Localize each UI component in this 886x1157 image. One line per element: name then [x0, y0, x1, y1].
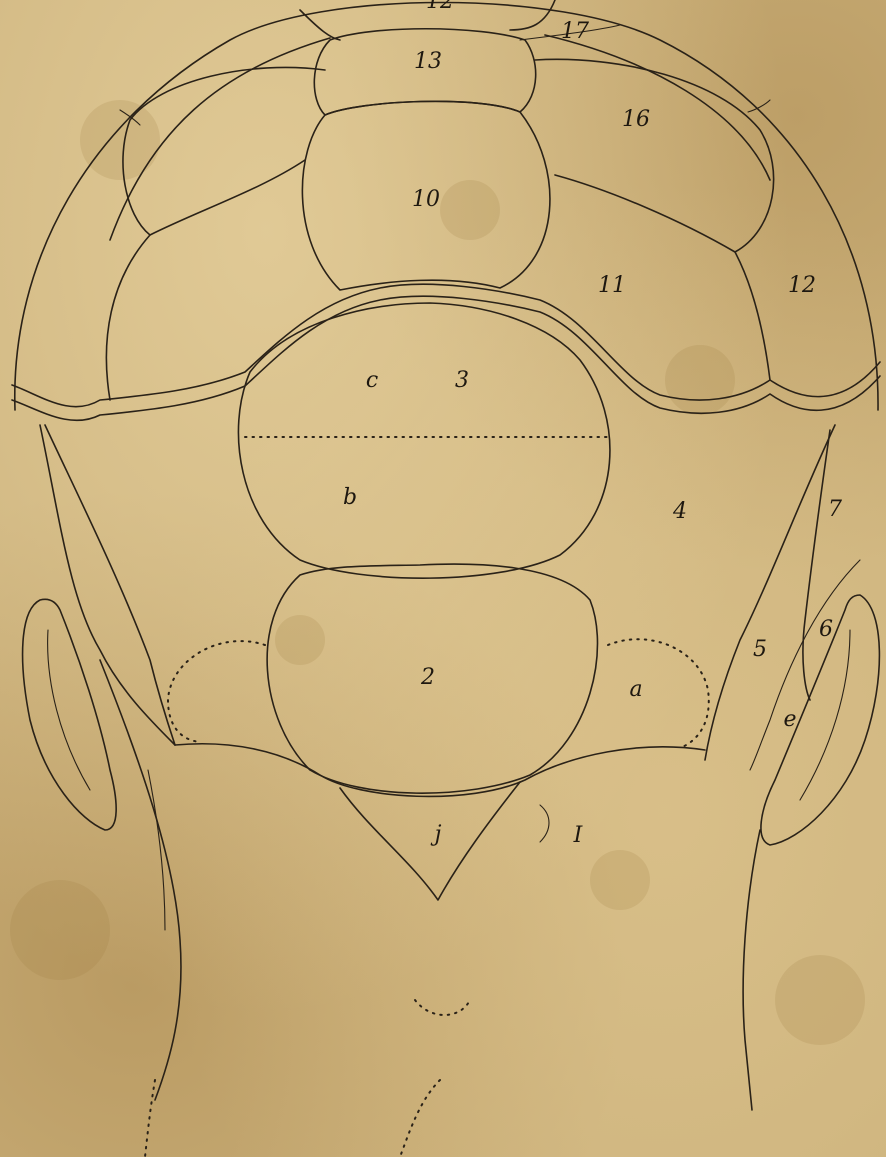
- left-lateral-line-1: [40, 425, 175, 745]
- label-b: b: [343, 485, 357, 510]
- label-2: 2: [420, 665, 435, 690]
- label-12-right: 12: [788, 273, 816, 298]
- label-4: 4: [672, 499, 687, 524]
- label-a: a: [629, 677, 642, 702]
- region-11-left: [106, 235, 150, 400]
- left-ear: [23, 599, 117, 830]
- right-lateral-line-2: [803, 430, 830, 700]
- label-1: I: [573, 823, 584, 848]
- label-11: 11: [598, 273, 626, 298]
- occipital-base: [175, 744, 705, 797]
- label-c: c: [366, 368, 378, 393]
- paper-stains: [10, 100, 865, 1045]
- label-16: 16: [622, 107, 650, 132]
- label-5: 5: [753, 637, 767, 662]
- label-7: 7: [828, 497, 842, 522]
- region-a-right-dotted: [608, 639, 709, 748]
- label-e: e: [783, 707, 796, 732]
- neck-left-inner: [148, 770, 165, 930]
- left-lateral-line-2: [45, 425, 175, 745]
- right-ear-inner: [800, 630, 850, 800]
- region-3-oval: [238, 303, 610, 578]
- right-lateral-line-3: [750, 560, 860, 770]
- left-ear-inner: [48, 630, 90, 790]
- region-a-left-dotted: [168, 641, 265, 742]
- mark-near-1: [540, 805, 549, 842]
- region-16-right: [535, 59, 774, 252]
- label-12-top: 12: [426, 0, 454, 14]
- neck-dotted-left: [145, 1080, 155, 1157]
- neck-dotted-mark: [415, 1000, 470, 1015]
- region-labels: 12 17 13 16 10 11 12 c 3 b 4 7 6 5 2 a e…: [343, 0, 842, 848]
- region-j-triangle: [340, 782, 520, 900]
- suture-line-lower: [12, 296, 880, 420]
- region-11-right: [735, 252, 770, 380]
- label-17: 17: [561, 19, 589, 44]
- right-lateral-line-1: [705, 425, 835, 760]
- neck-right: [743, 830, 760, 1110]
- neck-dotted-line: [400, 1080, 440, 1157]
- suture-line-upper: [12, 284, 880, 406]
- label-3: 3: [455, 368, 469, 393]
- label-6: 6: [819, 617, 833, 642]
- label-j: j: [430, 822, 442, 847]
- label-13: 13: [414, 49, 442, 74]
- label-10: 10: [412, 187, 440, 212]
